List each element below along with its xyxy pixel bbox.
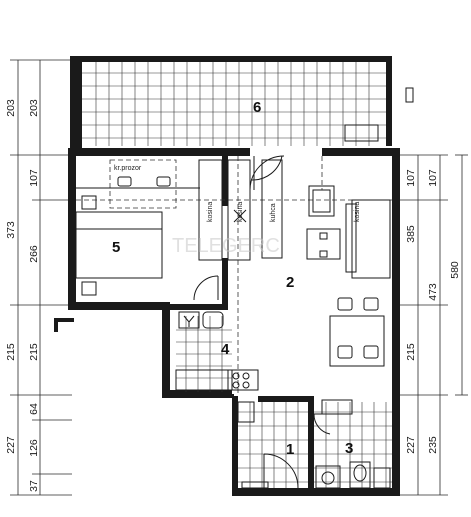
dim-left-inner-2: 107 [28,169,40,187]
bathroom: 3 [313,399,392,489]
dim-left-outer-2: 373 [5,221,17,239]
wardrobe2-label: kosina [237,202,244,222]
room-1-number: 1 [286,441,294,458]
living-kitchen: kosina kuhca kosina 2 [227,155,391,396]
bedroom: kr.prozor kosina 5 [75,159,223,301]
room-2-number: 2 [286,274,294,291]
door-swing [249,155,285,191]
room-5-number: 5 [112,239,120,256]
dim-left-outer-4: 227 [5,436,17,454]
kitchen-label: kuhca [270,203,277,222]
utility-room: 4 [175,311,259,392]
hall: 1 [237,401,308,489]
dimensions-right: 107 385 215 235 473 580 227 107 [400,154,468,496]
room-6-number: 6 [253,99,261,116]
watermark: TELEGERC [172,235,280,257]
dim-left-outer-1: 203 [5,99,17,117]
dim-left-inner-3: 266 [28,245,40,263]
dim-left-inner-1: 203 [28,99,40,117]
dimensions-left: 203 373 215 227 203 107 266 215 64 126 3… [5,59,72,496]
dim-left-inner-7: 37 [28,480,40,492]
dim-right-inner-6: 107 [427,169,439,187]
dim-left-outer-3: 215 [5,343,17,361]
dim-right-outer-1: 580 [449,261,461,279]
dim-left-inner-4: 215 [28,343,40,361]
balcony: 6 [70,56,414,148]
dim-left-inner-6: 126 [28,439,40,457]
dim-right-inner-4: 215 [405,343,417,361]
dim-right-inner-1: 107 [405,169,417,187]
interior-walls [170,156,314,488]
dim-right-inner-3: 473 [427,283,439,301]
balcony-tiles [82,62,386,146]
room-4-number: 4 [221,341,230,358]
dim-left-inner-5: 64 [28,403,40,415]
dim-right-inner-2: 385 [405,225,417,243]
living-label: kosina [354,202,361,222]
room-3-number: 3 [345,440,353,457]
wardrobe1-label: kosina [207,202,214,222]
dim-right-outer-2: 227 [405,436,417,454]
window-label: kr.prozor [114,165,142,172]
dim-right-inner-5: 235 [427,436,439,454]
